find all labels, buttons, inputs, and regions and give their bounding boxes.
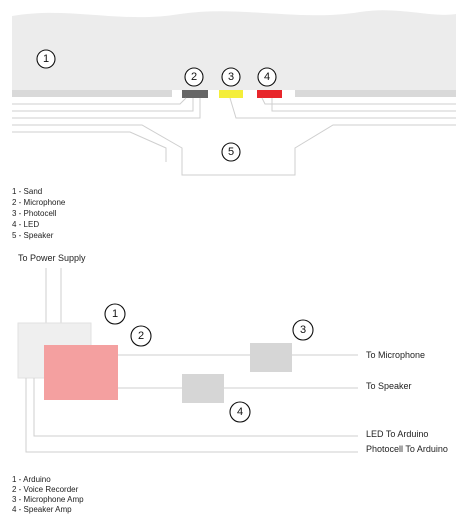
top-legend: 1 - Sand 2 - Microphone 3 - Photocell 4 …: [12, 187, 66, 240]
svg-text:3 - Microphone Amp: 3 - Microphone Amp: [12, 495, 84, 504]
svg-text:5 - Speaker: 5 - Speaker: [12, 231, 54, 240]
marker-sand: 1: [36, 49, 56, 69]
top-wires: [12, 97, 456, 176]
photocell-block: [219, 90, 243, 98]
voice-recorder-board: [44, 345, 118, 400]
power-supply-wires: [45, 268, 62, 323]
svg-text:1 - Arduino: 1 - Arduino: [12, 475, 51, 484]
sand-area: [12, 10, 456, 91]
svg-text:1: 1: [43, 53, 49, 65]
marker-led: 4: [257, 67, 277, 87]
svg-text:4 - LED: 4 - LED: [12, 220, 39, 229]
svg-text:4: 4: [237, 406, 243, 418]
marker-speaker: 5: [221, 142, 241, 162]
svg-text:2 - Microphone: 2 - Microphone: [12, 198, 66, 207]
sand-bar-left: [12, 90, 172, 97]
bottom-legend: 1 - Arduino 2 - Voice Recorder 3 - Micro…: [12, 475, 84, 514]
svg-text:2 - Voice Recorder: 2 - Voice Recorder: [12, 485, 79, 494]
svg-text:3: 3: [300, 324, 306, 336]
microphone-block: [182, 90, 208, 98]
marker-microphone-amp: 3: [292, 319, 314, 341]
svg-text:2: 2: [138, 330, 144, 342]
label-to-power-supply: To Power Supply: [18, 253, 86, 263]
label-photocell-to-arduino: Photocell To Arduino: [366, 444, 448, 454]
svg-text:3: 3: [228, 71, 234, 83]
marker-microphone: 2: [184, 67, 204, 87]
svg-text:4: 4: [264, 71, 270, 83]
label-to-microphone: To Microphone: [366, 350, 425, 360]
microphone-amp: [250, 343, 292, 372]
marker-speaker-amp: 4: [229, 401, 251, 423]
label-led-to-arduino: LED To Arduino: [366, 429, 428, 439]
marker-arduino: 1: [104, 303, 126, 325]
sand-bar-right: [295, 90, 456, 97]
svg-text:2: 2: [191, 71, 197, 83]
label-to-speaker: To Speaker: [366, 381, 412, 391]
svg-text:5: 5: [228, 146, 234, 158]
svg-text:4 - Speaker Amp: 4 - Speaker Amp: [12, 505, 72, 514]
marker-photocell: 3: [221, 67, 241, 87]
svg-text:3 - Photocell: 3 - Photocell: [12, 209, 57, 218]
speaker-amp: [182, 374, 224, 403]
bottom-wires: [25, 354, 358, 453]
svg-text:1 - Sand: 1 - Sand: [12, 187, 42, 196]
marker-voice-recorder: 2: [130, 325, 152, 347]
led-block: [257, 90, 282, 98]
svg-text:1: 1: [112, 308, 118, 320]
